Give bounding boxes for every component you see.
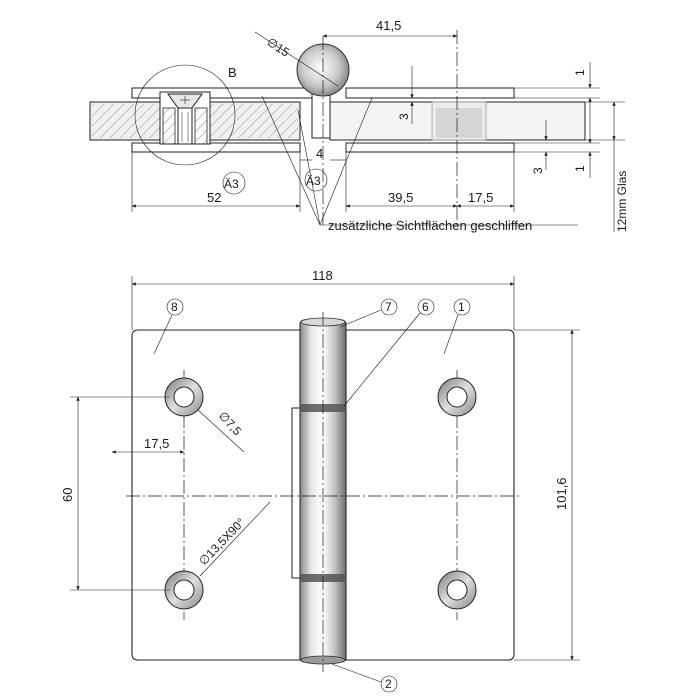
dim-hole-spacing: 60 bbox=[60, 488, 75, 502]
front-view: 118 bbox=[60, 268, 580, 693]
dim-right-offset: 17,5 bbox=[468, 190, 493, 205]
screw-detail bbox=[159, 91, 211, 145]
dim-plate-bottom: 1 bbox=[573, 165, 587, 172]
dim-gap-center: 4 bbox=[316, 146, 323, 161]
section-view: B 41,5 ∅15 1 1 12mm Glas bbox=[89, 18, 629, 233]
dim-left-depth: 52 bbox=[207, 190, 221, 205]
plate-bottom-left bbox=[131, 142, 301, 153]
plate-top-left bbox=[131, 87, 313, 99]
knuckle-left-edge bbox=[291, 407, 301, 579]
dim-plate-top: 1 bbox=[573, 69, 587, 76]
marker-a3-left: Ä3 bbox=[224, 177, 239, 191]
callout-6: 6 bbox=[343, 298, 435, 407]
dim-total-width: 118 bbox=[312, 268, 333, 283]
dim-hole-offset: 17,5 bbox=[144, 436, 169, 451]
detail-circle-b bbox=[134, 64, 236, 166]
hole-bottom-right bbox=[437, 570, 477, 610]
hole-bottom-left bbox=[164, 570, 204, 610]
dim-overall-width: 41,5 bbox=[376, 18, 401, 33]
callout-1: 1 bbox=[443, 298, 471, 355]
svg-text:1: 1 bbox=[458, 300, 465, 314]
dim-pin-diameter: ∅15 bbox=[264, 35, 292, 60]
svg-text:2: 2 bbox=[385, 677, 392, 691]
dim-gap-lower: 3 bbox=[531, 167, 545, 174]
svg-text:6: 6 bbox=[422, 300, 429, 314]
center-connector bbox=[311, 93, 331, 139]
hole-top-left bbox=[164, 377, 204, 417]
svg-text:8: 8 bbox=[171, 300, 178, 314]
plate-bottom-right bbox=[345, 142, 515, 153]
note-ground-faces: zusätzliche Sichtflächen geschliffen bbox=[328, 218, 532, 233]
glass-label: 12mm Glas bbox=[615, 171, 629, 232]
marker-a3-right: Ä3 bbox=[306, 174, 321, 188]
dim-gap-upper: 3 bbox=[397, 113, 411, 120]
leaf-right bbox=[345, 329, 515, 661]
hole-top-right bbox=[437, 377, 477, 417]
callout-2: 8 bbox=[153, 298, 184, 355]
callout-7: 7 bbox=[339, 298, 398, 328]
dim-right-depth: 39,5 bbox=[388, 190, 413, 205]
dim-height: 101,6 bbox=[554, 477, 569, 510]
detail-label-b: B bbox=[228, 65, 237, 80]
plate-top-right bbox=[345, 87, 515, 99]
leaf-left bbox=[131, 329, 301, 661]
svg-text:7: 7 bbox=[385, 300, 392, 314]
callout-8: 2 bbox=[331, 663, 398, 693]
